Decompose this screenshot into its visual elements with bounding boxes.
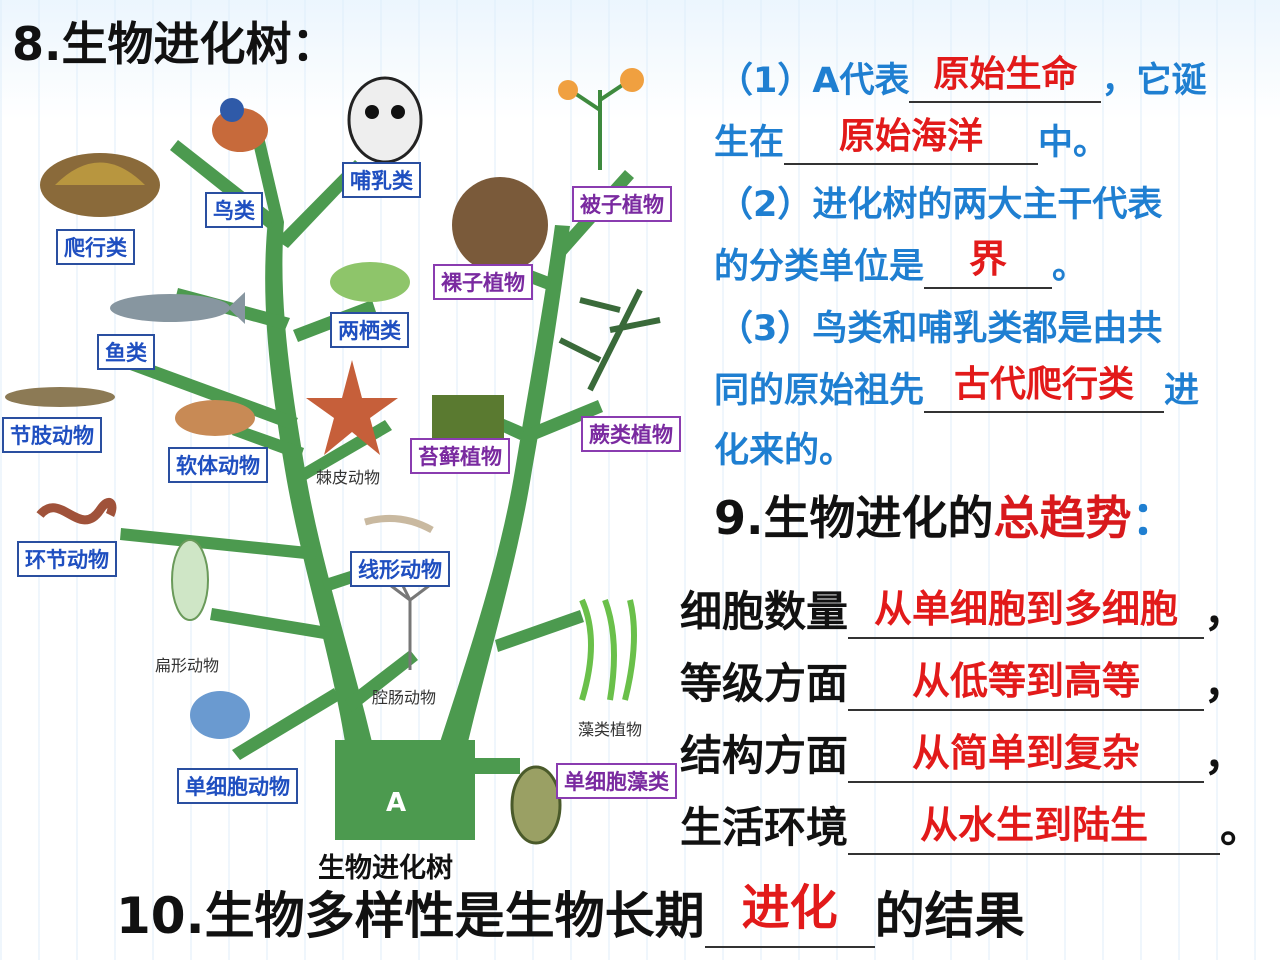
fish-picture bbox=[110, 294, 230, 322]
trend-row: 细胞数量从单细胞到多细胞 ， bbox=[680, 578, 1246, 639]
roundworm-picture bbox=[364, 514, 434, 534]
plant-trunk bbox=[440, 225, 570, 742]
trend-row: 等级方面 从低等到高等 ， bbox=[680, 650, 1246, 711]
question-2-line-2: 的分类单位是 界 。 bbox=[714, 237, 1088, 289]
section-8-title: 8.生物进化树： bbox=[12, 17, 338, 71]
h9-highlight: 总趋势 bbox=[993, 491, 1132, 545]
label-bird: 鸟类 bbox=[205, 192, 263, 228]
trend-label: 结构方面 bbox=[680, 731, 849, 780]
amoeba-picture bbox=[190, 691, 250, 739]
starfish-picture bbox=[306, 360, 398, 455]
trend-blank: 从简单到复杂 bbox=[848, 731, 1205, 783]
chlamydomonas-picture bbox=[510, 765, 562, 845]
label-annelid: 环节动物 bbox=[17, 541, 117, 577]
q3-blank: 古代爬行类 bbox=[924, 364, 1165, 413]
label-bryophyte: 苔藓植物 bbox=[410, 438, 510, 474]
q3-answer: 古代爬行类 bbox=[954, 364, 1135, 405]
pinecone-picture bbox=[452, 177, 548, 273]
question-1-line-2: 生在 原始海洋 中。 bbox=[714, 114, 1108, 165]
q1-answer-1: 原始生命 bbox=[933, 54, 1078, 95]
frog-picture bbox=[330, 262, 410, 302]
trend-answer: 从单细胞到多细胞 bbox=[874, 587, 1179, 631]
fern-picture bbox=[558, 288, 661, 392]
trend-end: ， bbox=[1204, 587, 1247, 636]
label-mammal: 哺乳类 bbox=[342, 162, 421, 198]
h10-text-a: 10.生物多样性是生物长期 bbox=[116, 887, 705, 945]
trend-blank: 从水生到陆生 bbox=[848, 803, 1221, 855]
q2-text-b: 的分类单位是 bbox=[714, 247, 925, 287]
q1-text-c: 生在 bbox=[714, 123, 785, 163]
trend-row: 结构方面 从简单到复杂 ， bbox=[680, 722, 1246, 783]
trend-blank: 从低等到高等 bbox=[848, 659, 1205, 711]
label-amphibian: 两栖类 bbox=[330, 312, 409, 348]
label-protozoa: 单细胞动物 bbox=[177, 768, 298, 804]
q1-text-a: （1）A代表 bbox=[718, 61, 910, 101]
question-3-line-1: （3）鸟类和哺乳类都是由共 bbox=[718, 309, 1163, 349]
q2-answer: 界 bbox=[969, 237, 1008, 281]
label-unicellular-algae: 单细胞藻类 bbox=[556, 763, 677, 799]
trend-end: 。 bbox=[1220, 803, 1263, 852]
trend-answer: 从简单到复杂 bbox=[912, 731, 1141, 775]
tree-trunk-base bbox=[335, 740, 475, 840]
question-2-line-1: （2）进化树的两大主干代表 bbox=[718, 185, 1163, 225]
h10-text-b: 的结果 bbox=[874, 887, 1025, 945]
trend-answer: 从低等到高等 bbox=[912, 659, 1141, 703]
q1-text-b: ，它诞 bbox=[1101, 61, 1207, 101]
question-3-line-3: 化来的。 bbox=[714, 431, 855, 471]
question-3-line-2: 同的原始祖先古代爬行类进 bbox=[714, 362, 1199, 413]
question-1-line-1: （1）A代表原始生命 ，它诞 bbox=[718, 52, 1206, 103]
label-coelenterate: 腔肠动物 bbox=[372, 688, 437, 707]
label-fish: 鱼类 bbox=[97, 334, 155, 370]
trend-row: 生活环境 从水生到陆生 。 bbox=[680, 794, 1262, 855]
label-fern: 蕨类植物 bbox=[581, 416, 681, 452]
q1-text-d: 中。 bbox=[1038, 123, 1109, 163]
label-flatworm: 扁形动物 bbox=[155, 656, 220, 675]
grasshopper-picture bbox=[5, 387, 115, 407]
flowering-plant-picture bbox=[568, 78, 632, 170]
tree-caption: 生物进化树 bbox=[318, 853, 453, 884]
q2-blank: 界 bbox=[924, 237, 1053, 289]
algae-picture bbox=[579, 598, 637, 701]
trend-label: 细胞数量 bbox=[680, 587, 849, 636]
trend-blank: 从单细胞到多细胞 bbox=[848, 587, 1205, 639]
animal-trunk bbox=[265, 220, 372, 742]
section-9-title: 9.生物进化的总趋势： bbox=[714, 482, 1177, 548]
label-echinoderm: 棘皮动物 bbox=[316, 468, 381, 487]
moss-picture bbox=[432, 395, 504, 440]
h9-text-a: 9.生物进化的 bbox=[714, 491, 994, 545]
trend-label: 等级方面 bbox=[680, 659, 849, 708]
hydra-picture bbox=[389, 579, 431, 670]
tree-root-label: A bbox=[386, 788, 407, 818]
h10-blank: 进化 bbox=[704, 880, 875, 948]
q3-text-c: 进 bbox=[1164, 371, 1200, 411]
q1-blank-2: 原始海洋 bbox=[784, 116, 1039, 165]
panda-picture bbox=[347, 76, 423, 164]
section-10-title: 10.生物多样性是生物长期进化的结果 bbox=[116, 876, 1025, 948]
organism-pictures bbox=[5, 68, 661, 845]
label-angiosperm: 被子植物 bbox=[572, 186, 672, 222]
label-mollusk: 软体动物 bbox=[168, 447, 268, 483]
label-arthropod: 节肢动物 bbox=[2, 417, 102, 453]
h9-colon: ： bbox=[1131, 491, 1178, 545]
label-gymnosperm: 裸子植物 bbox=[433, 264, 533, 300]
trend-end: ， bbox=[1204, 659, 1247, 708]
h10-answer: 进化 bbox=[741, 880, 838, 936]
trend-label: 生活环境 bbox=[680, 803, 849, 852]
q1-answer-2: 原始海洋 bbox=[839, 116, 984, 157]
label-nematode: 线形动物 bbox=[350, 551, 450, 587]
planarian-picture bbox=[171, 539, 209, 621]
label-algae: 藻类植物 bbox=[578, 720, 643, 739]
q1-blank-1: 原始生命 bbox=[909, 54, 1102, 103]
label-reptile: 爬行类 bbox=[56, 229, 135, 265]
q3-text-b: 同的原始祖先 bbox=[714, 371, 925, 411]
earthworm-picture bbox=[36, 497, 117, 525]
snail-picture bbox=[175, 400, 255, 436]
trend-answer: 从水生到陆生 bbox=[920, 803, 1149, 847]
q2-text-c: 。 bbox=[1052, 247, 1088, 287]
trend-end: ， bbox=[1204, 731, 1247, 780]
